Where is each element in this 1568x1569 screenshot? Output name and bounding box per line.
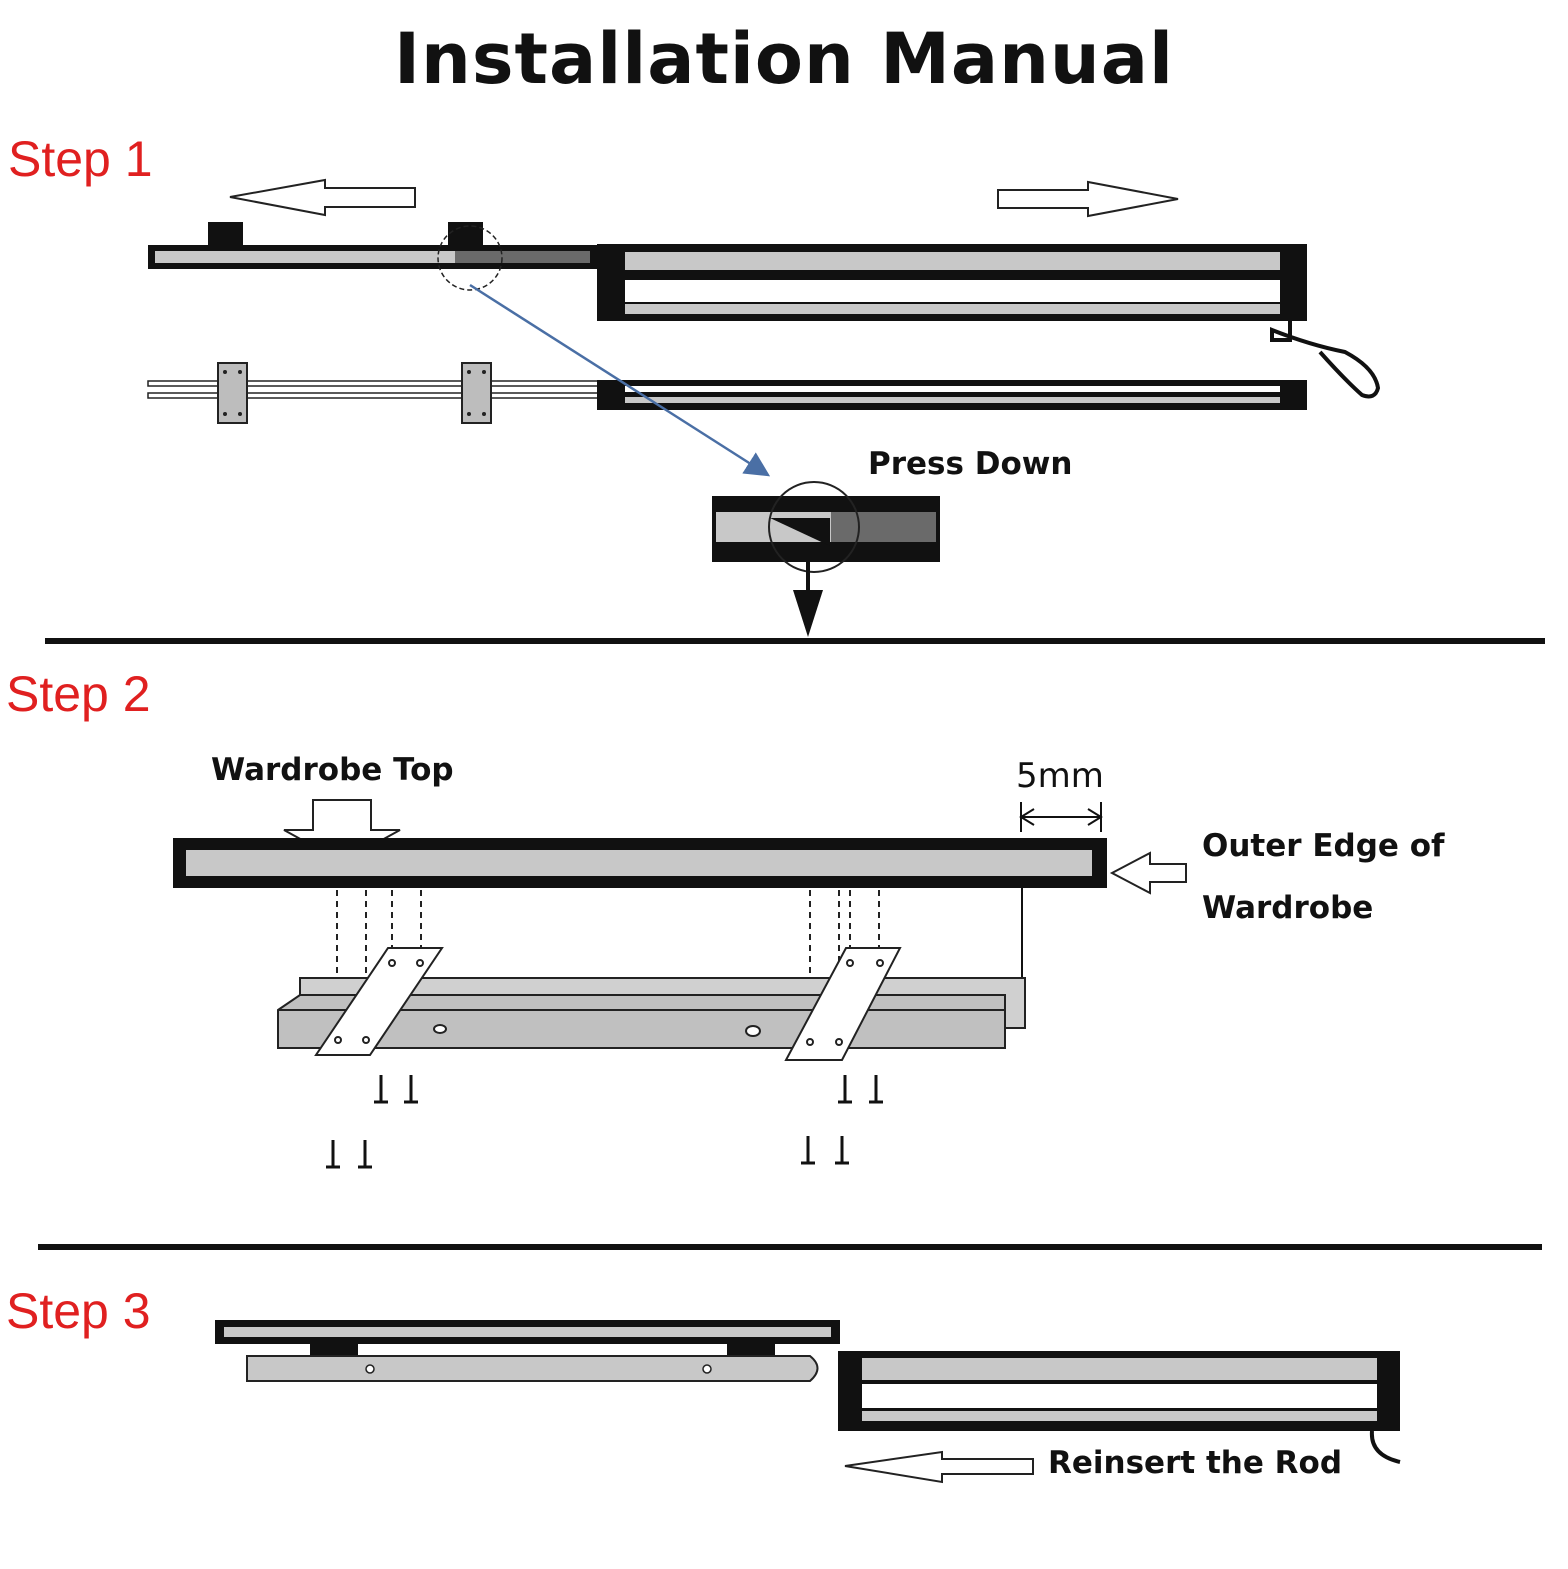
gap-dimension — [1019, 802, 1103, 832]
screws — [326, 1075, 883, 1169]
gap-5mm-label: 5mm — [1016, 756, 1104, 796]
pull-cord — [1270, 321, 1381, 399]
wardrobe-top-arrow — [283, 799, 401, 864]
reinsert-arrow — [844, 1450, 1034, 1484]
outer-edge-arrow — [1109, 851, 1187, 895]
detail-highlight-circle — [437, 225, 503, 291]
rod-housing — [597, 244, 1307, 321]
reinsert-rod-label: Reinsert the Rod — [1048, 1445, 1343, 1481]
outer-edge-label-line2: Wardrobe — [1202, 890, 1374, 926]
step-2-label: Step 2 — [6, 666, 151, 722]
pull-right-arrow — [997, 180, 1179, 218]
step-1-label: Step 1 — [8, 131, 153, 187]
pull-left-arrow — [229, 178, 416, 217]
extended-rod — [148, 222, 598, 269]
step-3-label: Step 3 — [6, 1283, 151, 1339]
outer-edge-label-line1: Outer Edge of — [1202, 828, 1445, 864]
section-divider — [45, 638, 1545, 644]
section-divider — [38, 1244, 1542, 1250]
mounted-rail — [215, 1320, 840, 1356]
page-title: Installation Manual — [393, 18, 1174, 100]
mounting-rail — [173, 838, 1107, 888]
latch-detail — [712, 481, 940, 637]
rod-assembly — [277, 977, 1026, 1049]
wardrobe-top-label: Wardrobe Top — [211, 752, 454, 788]
detail-pointer-arrow — [469, 283, 771, 477]
rod-side-view — [147, 362, 1307, 424]
inner-rod — [246, 1355, 819, 1382]
bracket-right — [784, 947, 902, 1061]
press-down-label: Press Down — [868, 446, 1073, 482]
bracket-left — [314, 947, 444, 1056]
alignment-lines — [336, 890, 880, 1040]
